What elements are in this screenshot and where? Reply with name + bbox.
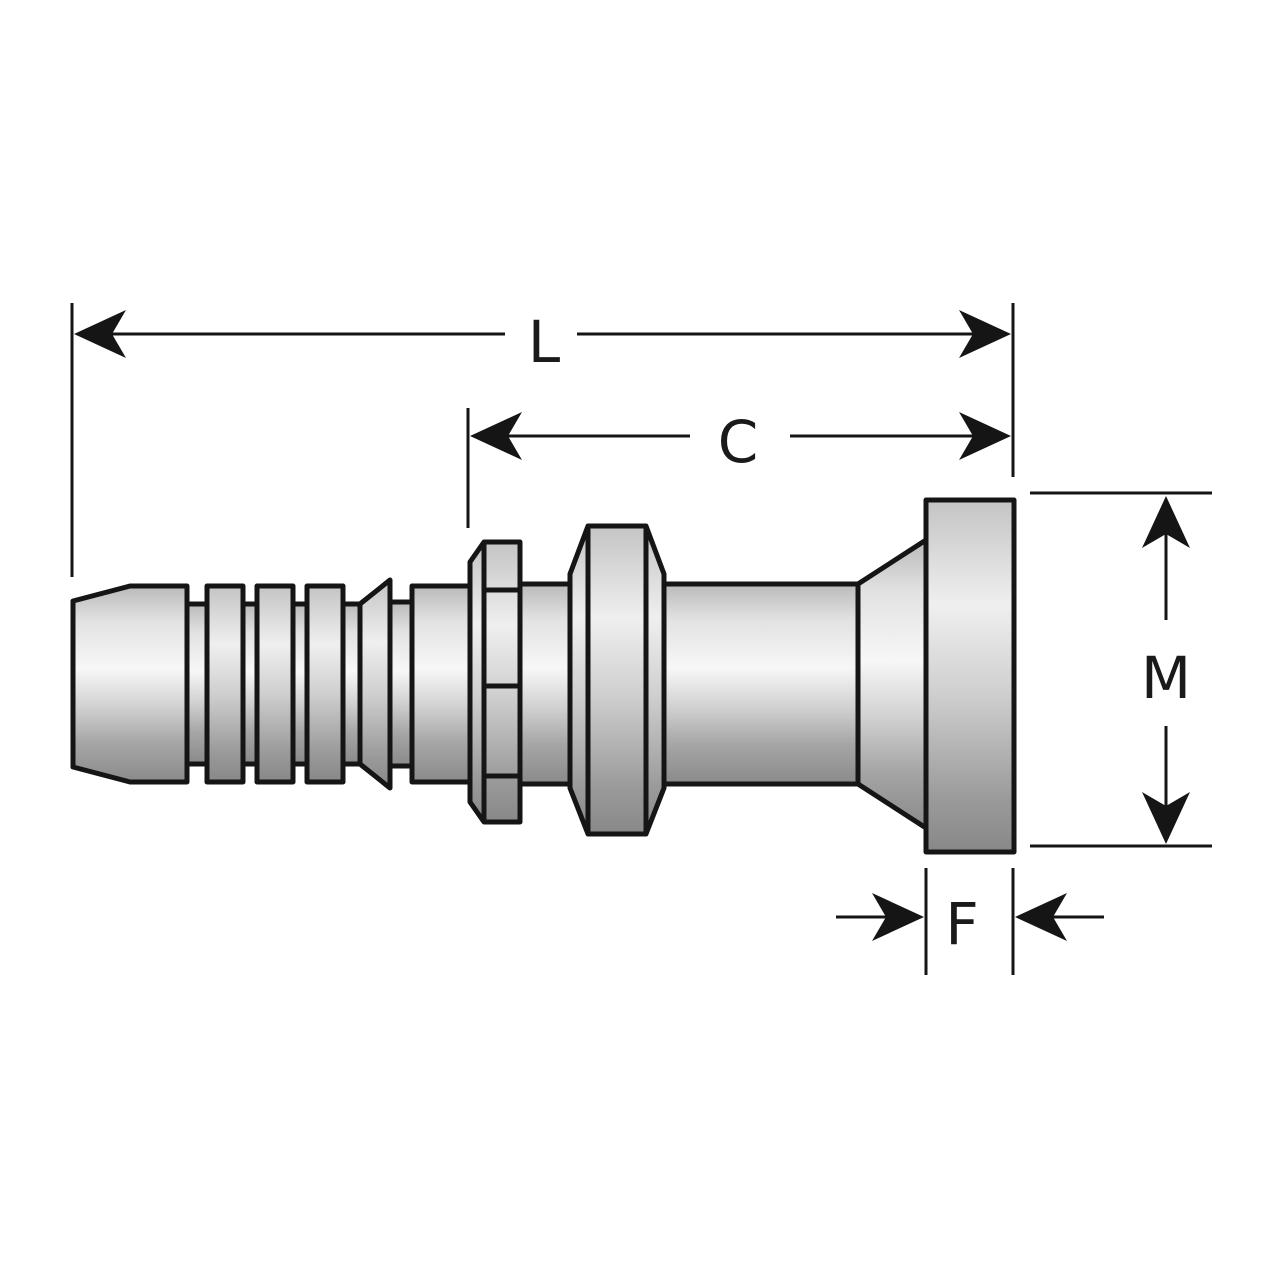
hose-barb-1: [184, 601, 210, 767]
dimension-L-label: L: [528, 308, 560, 376]
dimension-C-arrow-left: [470, 412, 522, 460]
hose-tip: [70, 583, 190, 785]
flare-cone: [855, 537, 929, 831]
neck: [387, 599, 415, 769]
dimension-F-arrow-right: [1015, 893, 1067, 941]
dimension-L: L: [70, 303, 1015, 577]
dimension-C: C: [466, 408, 1011, 528]
dimension-M-arrow-bottom: [1142, 792, 1190, 844]
dimension-F: F: [836, 868, 1104, 975]
hose-barb-2: [204, 583, 246, 785]
hose-barb-7: [340, 601, 363, 767]
dimension-C-arrow-right: [959, 412, 1011, 460]
dimension-L-arrow-left: [74, 310, 126, 358]
hose-barb-6: [304, 583, 346, 785]
collar-sleeve: [409, 583, 473, 785]
dimension-M: M: [1030, 491, 1212, 848]
flange-face: [923, 497, 1017, 855]
fitting-body: [70, 497, 1017, 855]
shoulder: [517, 581, 573, 787]
tapered-barb: [357, 577, 393, 791]
dimension-M-label: M: [1141, 644, 1191, 712]
dimension-F-label: F: [945, 890, 978, 958]
hose-barb-4: [254, 583, 296, 785]
dimension-C-label: C: [718, 408, 759, 476]
dimension-L-arrow-right: [959, 310, 1011, 358]
main-shank: [661, 581, 861, 787]
dimension-M-arrow-top: [1142, 496, 1190, 548]
hex-nut: [467, 539, 523, 825]
flange-ring: [567, 523, 667, 837]
dimension-F-arrow-left: [872, 893, 924, 941]
